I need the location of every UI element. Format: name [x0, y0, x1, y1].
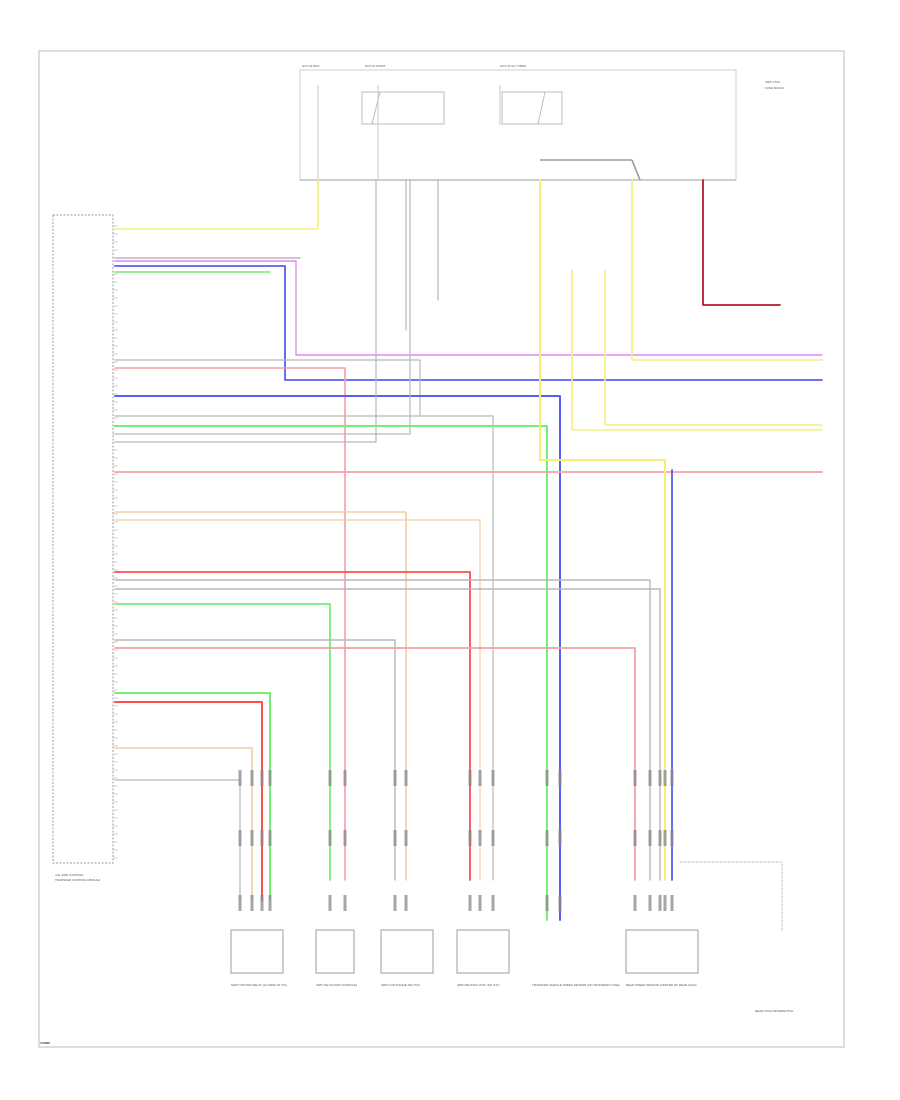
connector-mark: [670, 830, 674, 846]
connector-mark: [648, 895, 652, 911]
connector-mark: [343, 895, 347, 911]
component-4wd-switch: [315, 929, 355, 974]
top-label-5: FUSE BLOCK: [765, 86, 784, 90]
bottom-label-6: REAR SPEED SENSOR (CENTER OF REAR AXLE): [626, 983, 697, 987]
connector-mark: [328, 770, 332, 786]
connector-mark: [658, 770, 662, 786]
connector-mark: [633, 895, 637, 911]
connector-mark: [491, 830, 495, 846]
connector-mark: [268, 830, 272, 846]
diagram-border: [38, 50, 845, 1048]
top-label-4: 4WD CTRL: [765, 80, 781, 84]
connector-mark: [633, 830, 637, 846]
connector-mark: [670, 895, 674, 911]
bottom-label-3: 4WD LOW RANGE SW (T/C): [381, 983, 420, 987]
connector-mark: [478, 770, 482, 786]
connector-marks: [238, 770, 674, 911]
relay-2: [501, 91, 563, 125]
module-caption-line-1: 4.0L 4WD CONTROL: [55, 873, 84, 877]
fuse-block: [299, 69, 737, 181]
connector-mark: [343, 770, 347, 786]
connector-mark: [250, 770, 254, 786]
connector-mark: [393, 830, 397, 846]
connector-mark: [648, 830, 652, 846]
connector-mark: [658, 895, 662, 911]
connector-mark: [558, 830, 562, 846]
connector-mark: [343, 830, 347, 846]
connector-mark: [545, 830, 549, 846]
connector-mark: [393, 770, 397, 786]
connector-mark: [328, 830, 332, 846]
connector-mark: [238, 830, 242, 846]
connector-mark: [268, 895, 272, 911]
connector-mark: [404, 770, 408, 786]
component-shift-motor-relay: [230, 929, 284, 974]
connector-mark: [328, 895, 332, 911]
connector-mark: [260, 830, 264, 846]
module-pins: [113, 225, 118, 859]
connector-mark: [558, 895, 562, 911]
connector-mark: [663, 895, 667, 911]
connector-mark: [545, 895, 549, 911]
connector-mark: [491, 895, 495, 911]
connector-mark: [468, 830, 472, 846]
connector-mark: [648, 770, 652, 786]
connector-mark: [658, 830, 662, 846]
connector-mark: [558, 770, 562, 786]
connector-mark: [260, 895, 264, 911]
figure-code: 176966: [40, 1041, 50, 1045]
bottom-label-2: 4WD SW (FLOOR CONSOLE): [316, 983, 357, 987]
connector-mark: [468, 895, 472, 911]
connector-mark: [663, 830, 667, 846]
transfer-control-module: [52, 214, 114, 864]
connector-mark: [663, 770, 667, 786]
connector-mark: [478, 895, 482, 911]
connector-mark: [670, 770, 674, 786]
component-rear-speed-sensor: [625, 929, 699, 974]
bottom-label-7: REAR AXLE DIFFERENTIAL: [755, 1009, 794, 1013]
connector-mark: [238, 770, 242, 786]
connector-mark: [250, 895, 254, 911]
connector-mark: [260, 770, 264, 786]
bottom-label-4: 4WD NEUTRAL POS. SW (T/C): [457, 983, 500, 987]
top-label-3: HOT AT ALL TIMES: [500, 64, 526, 68]
connector-mark: [268, 770, 272, 786]
connector-mark: [491, 770, 495, 786]
connector-mark: [545, 770, 549, 786]
connector-mark: [404, 895, 408, 911]
connector-mark: [250, 830, 254, 846]
bottom-components: [230, 929, 699, 974]
relay-1: [361, 91, 445, 125]
connector-mark: [468, 770, 472, 786]
component-neutral-position-switch: [456, 929, 510, 974]
top-label-1: HOT IN RUN: [302, 64, 319, 68]
bottom-label-1: SHIFT MOTOR RELAY (LH SIDE OF T/C): [231, 983, 287, 987]
connector-mark: [238, 895, 242, 911]
module-caption-line-2: TRANSFER CONTROL MODULE: [55, 878, 100, 882]
top-label-2: HOT IN START: [365, 64, 386, 68]
connector-mark: [633, 770, 637, 786]
component-low-range-switch: [380, 929, 434, 974]
wires: [114, 179, 823, 931]
bottom-label-5: TRANSFER VEHICLE SPEED SENSOR (ON TRANSF…: [532, 983, 620, 987]
connector-mark: [404, 830, 408, 846]
connector-mark: [393, 895, 397, 911]
connector-mark: [478, 830, 482, 846]
